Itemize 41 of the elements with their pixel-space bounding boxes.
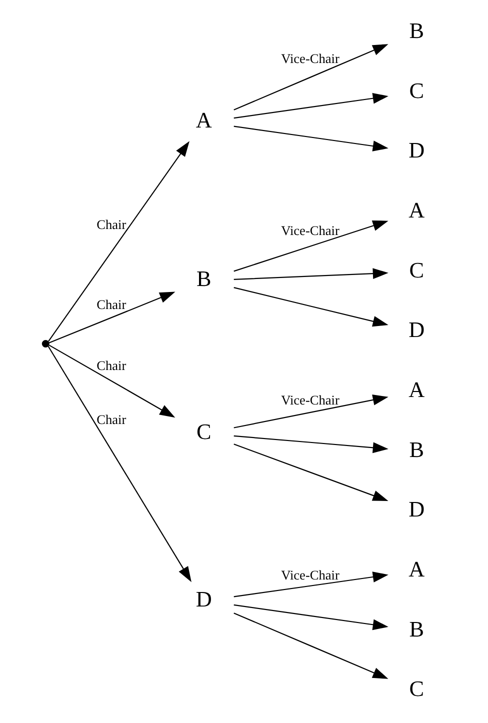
arrow	[48, 292, 175, 344]
arrow	[233, 44, 388, 110]
node-text: B	[408, 18, 424, 43]
node-text: C	[408, 257, 424, 282]
arrow	[233, 604, 388, 630]
node-text: A	[408, 556, 424, 582]
edge-label: Chair	[96, 412, 126, 428]
arrow	[233, 268, 388, 280]
node-text: B	[196, 266, 211, 292]
edge-label: Chair	[96, 296, 126, 312]
edge-label: Chair	[96, 358, 126, 373]
node-circle	[41, 340, 49, 348]
node-text: B	[408, 436, 424, 462]
node-text: B	[408, 616, 424, 642]
node-text: D	[408, 317, 424, 342]
arrow	[233, 220, 388, 272]
node-text: D	[195, 586, 212, 612]
edge-label: Vice-Chair	[280, 392, 339, 408]
edge-label: Vice-Chair	[280, 51, 339, 66]
node-text: D	[408, 496, 424, 522]
node-text: C	[196, 419, 211, 444]
arrow	[233, 572, 388, 598]
arrow	[233, 612, 388, 679]
edge-label: Chair	[96, 217, 126, 232]
node-text: C	[408, 78, 424, 103]
arrow	[233, 287, 388, 327]
arrow	[233, 444, 388, 502]
arrow	[233, 435, 388, 454]
arrow	[233, 394, 388, 428]
edge-label: Vice-Chair	[280, 567, 339, 582]
arrow	[48, 141, 189, 342]
arrow	[233, 92, 388, 119]
node-text: A	[408, 197, 424, 222]
node-text: A	[195, 108, 212, 133]
arrow	[47, 346, 191, 582]
arrow	[48, 344, 175, 418]
arrow	[233, 126, 388, 152]
node-text: C	[408, 676, 424, 702]
edge-label: Vice-Chair	[280, 222, 339, 238]
node-text: D	[408, 138, 424, 163]
node-text: A	[408, 376, 424, 402]
